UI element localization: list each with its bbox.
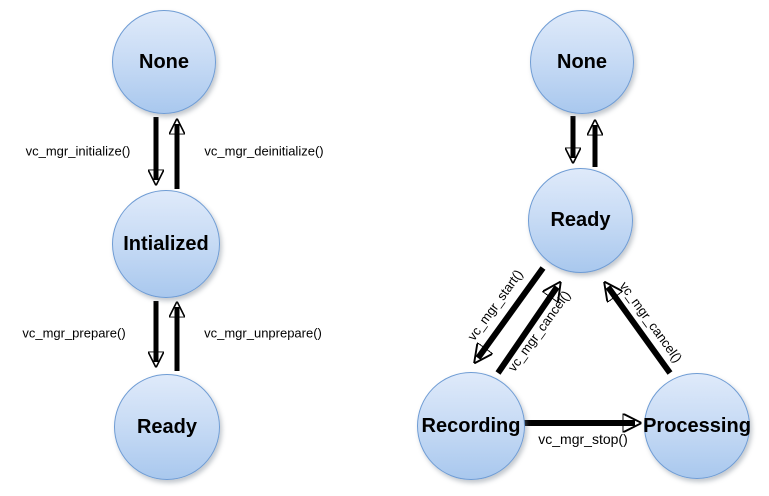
state-node-recording: Recording bbox=[417, 372, 525, 480]
state-label: Ready bbox=[136, 415, 198, 438]
state-label: None bbox=[557, 50, 607, 73]
state-label: Processing bbox=[643, 414, 751, 437]
state-label: None bbox=[139, 50, 189, 73]
state-node-intialized: Intialized bbox=[112, 190, 220, 298]
state-node-ready-right: Ready bbox=[528, 168, 633, 273]
edge-label-unprepare: vc_mgr_unprepare() bbox=[204, 325, 322, 341]
state-label: Intialized bbox=[123, 232, 209, 255]
arrow-cancel-from-recording bbox=[495, 287, 557, 375]
arrow-start bbox=[478, 266, 546, 358]
state-label: Ready bbox=[550, 209, 611, 231]
edge-label-initialize: vc_mgr_initialize() bbox=[25, 143, 131, 159]
edge-label-deinitialize: vc_mgr_deinitialize() bbox=[204, 143, 324, 159]
state-node-ready-left: Ready bbox=[114, 374, 220, 480]
edge-label-stop: vc_mgr_stop() bbox=[538, 431, 628, 447]
state-label: Recording bbox=[421, 414, 521, 437]
edge-label-prepare: vc_mgr_prepare() bbox=[22, 325, 126, 341]
state-node-none-left: None bbox=[112, 10, 216, 114]
arrow-cancel-from-processing bbox=[608, 287, 673, 375]
state-node-none-right: None bbox=[530, 10, 634, 114]
state-node-processing: Processing bbox=[643, 373, 751, 479]
